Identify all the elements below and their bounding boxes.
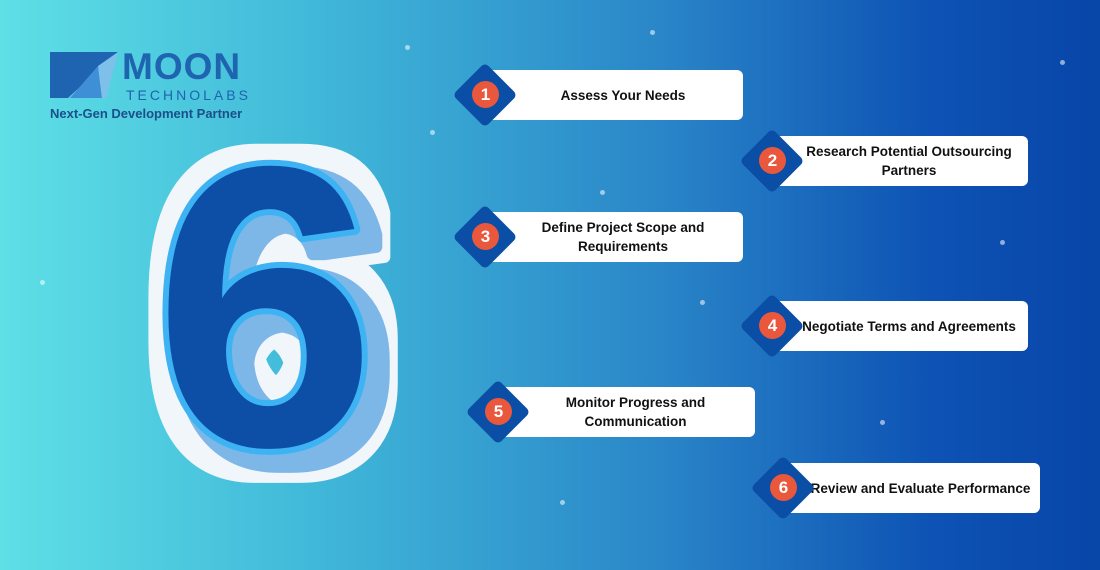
step-number: 6 [770, 474, 797, 501]
step-label: Monitor Progress and Communication [498, 387, 755, 437]
step-label: Negotiate Terms and Agreements [772, 301, 1028, 351]
decor-dot [600, 190, 605, 195]
brand-name: MOON [122, 46, 242, 87]
decor-dot [40, 280, 45, 285]
decor-dot [430, 130, 435, 135]
step-number: 2 [759, 147, 786, 174]
step-number: 5 [485, 398, 512, 425]
decor-dot [700, 300, 705, 305]
step-label: Review and Evaluate Performance [783, 463, 1040, 513]
decor-dot [880, 420, 885, 425]
big-number-six: 6 [148, 120, 382, 500]
brand-tagline: Next-Gen Development Partner [50, 106, 243, 121]
hero-number: 6 [154, 120, 376, 500]
step-number: 1 [472, 81, 499, 108]
step-number: 3 [472, 223, 499, 250]
step-label: Research Potential Outsourcing Partners [772, 136, 1028, 186]
decor-dot [405, 45, 410, 50]
step-label: Assess Your Needs [485, 70, 743, 120]
decor-dot [560, 500, 565, 505]
logo-mark-icon [50, 52, 118, 98]
step-label: Define Project Scope and Requirements [485, 212, 743, 262]
decor-dot [1000, 240, 1005, 245]
decor-dot [650, 30, 655, 35]
step-number: 4 [759, 312, 786, 339]
decor-dot [1060, 60, 1065, 65]
brand-logo: MOON TECHNOLABS Next-Gen Development Par… [50, 48, 270, 124]
brand-sub: TECHNOLABS [126, 87, 251, 103]
